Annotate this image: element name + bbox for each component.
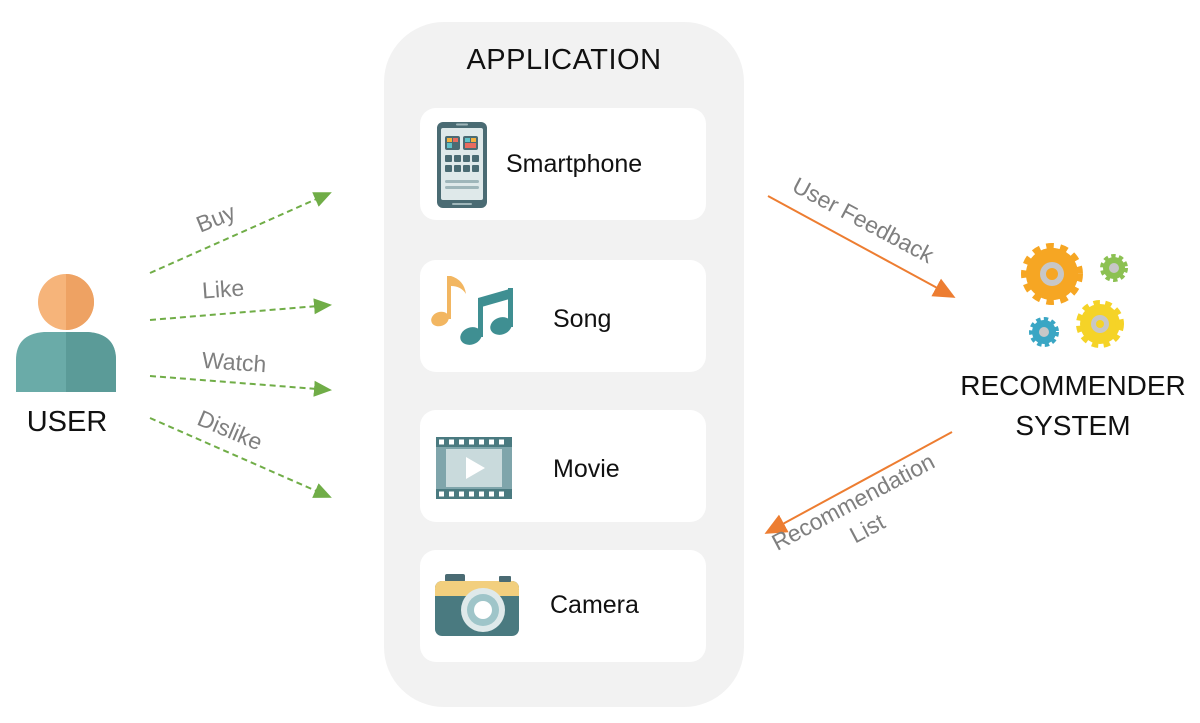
user-label: USER [26, 406, 108, 438]
camera-icon [435, 574, 519, 636]
card-label-movie: Movie [553, 455, 620, 483]
arrow-user-feedback [767, 195, 956, 298]
smartphone-icon [437, 122, 487, 208]
arrow-buy [149, 192, 332, 274]
user-icon [16, 274, 116, 392]
arrow-watch [149, 375, 332, 397]
recommender-label: RECOMMENDER SYSTEM [948, 366, 1198, 446]
recommender-label-line1: RECOMMENDER [960, 370, 1186, 401]
arrow-dislike [149, 417, 332, 498]
edge-label-like: Like [201, 274, 246, 304]
edge-label-watch: Watch [201, 346, 268, 378]
card-label-camera: Camera [550, 591, 639, 619]
arrow-recommendation-list [764, 431, 953, 534]
film-strip-icon [436, 437, 512, 499]
recommender-label-line2: SYSTEM [1015, 410, 1131, 441]
card-label-smartphone: Smartphone [506, 150, 643, 178]
gears-icon [1021, 243, 1128, 348]
music-notes-icon [431, 276, 513, 345]
card-label-song: Song [553, 305, 612, 333]
arrow-like [149, 298, 332, 321]
card-song [420, 260, 706, 372]
application-title: APPLICATION [466, 44, 662, 76]
